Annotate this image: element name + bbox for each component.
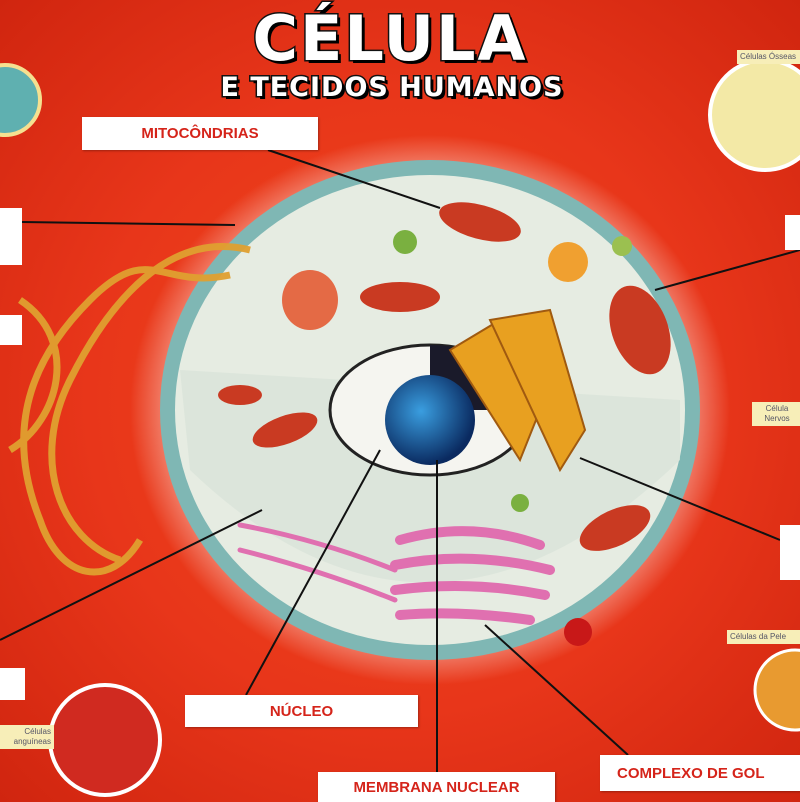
tag-nerve-line-2: Nervos: [764, 414, 790, 423]
skin-cells-image: [753, 648, 800, 732]
label-nucleus: NÚCLEO: [185, 695, 418, 727]
blank-label-box: [0, 668, 25, 700]
dna-helix: [8, 243, 251, 576]
endoplasmic-reticulum: [237, 522, 555, 625]
blank-label-box: [785, 215, 800, 250]
poster-title: CÉLULA: [251, 1, 528, 77]
tag-bone-cells: Células Ósseas: [737, 50, 800, 64]
poster-subtitle: E TECIDOS HUMANOS: [219, 71, 564, 105]
label-golgi: COMPLEXO DE GOL: [600, 755, 800, 791]
tag-nerve-line-1: Célula: [765, 404, 789, 413]
tissue-image-top-left: [0, 63, 42, 137]
blank-label-box: [0, 315, 22, 345]
tag-blood-line-2: anguíneas: [13, 737, 51, 746]
label-mitochondria: MITOCÔNDRIAS: [82, 117, 318, 150]
pointer-lines: [0, 149, 800, 772]
mitochondria: [218, 202, 671, 551]
golgi-apparatus: [448, 308, 587, 473]
label-nuclear-membrane: MEMBRANA NUCLEAR: [318, 772, 555, 802]
blank-label-box: [780, 525, 800, 580]
tag-skin-cells: Células da Pele: [727, 630, 800, 644]
blank-label-box: [0, 208, 22, 265]
blood-cells-image: [48, 683, 162, 797]
tag-blood-line-1: Células: [24, 727, 51, 736]
